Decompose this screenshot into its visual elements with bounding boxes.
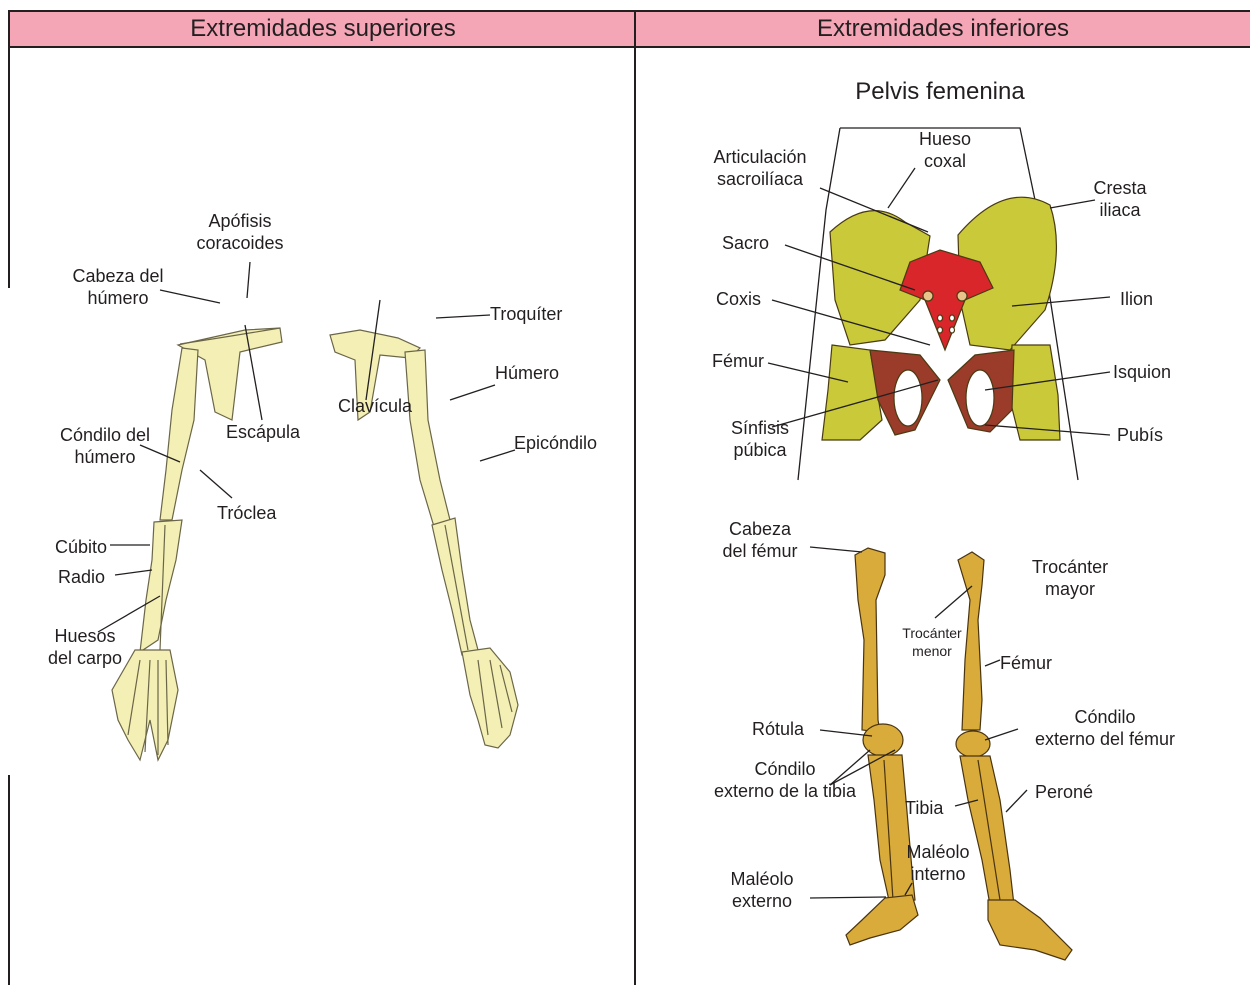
label-maleolo-interno: Maléolo interno (898, 841, 978, 885)
label-epicondilo: Epicóndilo (514, 432, 597, 454)
pelvis-title: Pelvis femenina (820, 78, 1060, 106)
label-coxis: Coxis (716, 288, 761, 310)
label-hueso-coxal: Hueso coxal (895, 128, 995, 172)
label-condilo-externo-del-femur: Cóndilo externo del fémur (1005, 706, 1205, 750)
label-condilo-externo-de-la-tibia: Cóndilo externo de la tibia (690, 758, 880, 802)
label-condilo-del-humero: Cóndilo del húmero (45, 424, 165, 468)
label-apofisis-coracoides: Apófisis coracoides (185, 210, 295, 254)
label-cresta-iliaca: Cresta iliaca (1080, 177, 1160, 221)
label-cabeza-del-humero: Cabeza del húmero (58, 265, 178, 309)
label-femur-leg: Fémur (1000, 652, 1052, 674)
label-isquion: Isquion (1113, 361, 1171, 383)
label-escapula: Escápula (226, 421, 300, 443)
pelvis-bones (822, 197, 1060, 440)
label-ilion: Ilion (1120, 288, 1153, 310)
label-sinfisis-pubica: Sínfisis púbica (705, 417, 815, 461)
label-rotula: Rótula (752, 718, 804, 740)
label-trocanter-mayor: Trocánter mayor (1015, 556, 1125, 600)
label-cubito: Cúbito (55, 536, 107, 558)
leg-side-skeleton (956, 552, 1072, 960)
label-trocanter-menor: Trocánter menor (877, 624, 987, 660)
label-pubis: Pubís (1117, 424, 1163, 446)
label-huesos-del-carpo: Huesos del carpo (35, 625, 135, 669)
label-clavicula: Clavícula (338, 395, 412, 417)
label-tibia: Tibia (905, 797, 943, 819)
label-sacro: Sacro (722, 232, 769, 254)
label-perone: Peroné (1035, 781, 1093, 803)
leg-front-skeleton (846, 548, 918, 945)
label-troclea: Tróclea (217, 502, 276, 524)
right-arm-skeleton (330, 330, 518, 748)
label-femur-pelvis: Fémur (712, 350, 764, 372)
label-radio: Radio (58, 566, 105, 588)
label-maleolo-externo: Maléolo externo (712, 868, 812, 912)
label-cabeza-del-femur: Cabeza del fémur (705, 518, 815, 562)
label-articulacion-sacroiliaca: Articulación sacroilíaca (695, 146, 825, 190)
label-troquiter: Troquíter (490, 303, 562, 325)
label-humero: Húmero (495, 362, 559, 384)
